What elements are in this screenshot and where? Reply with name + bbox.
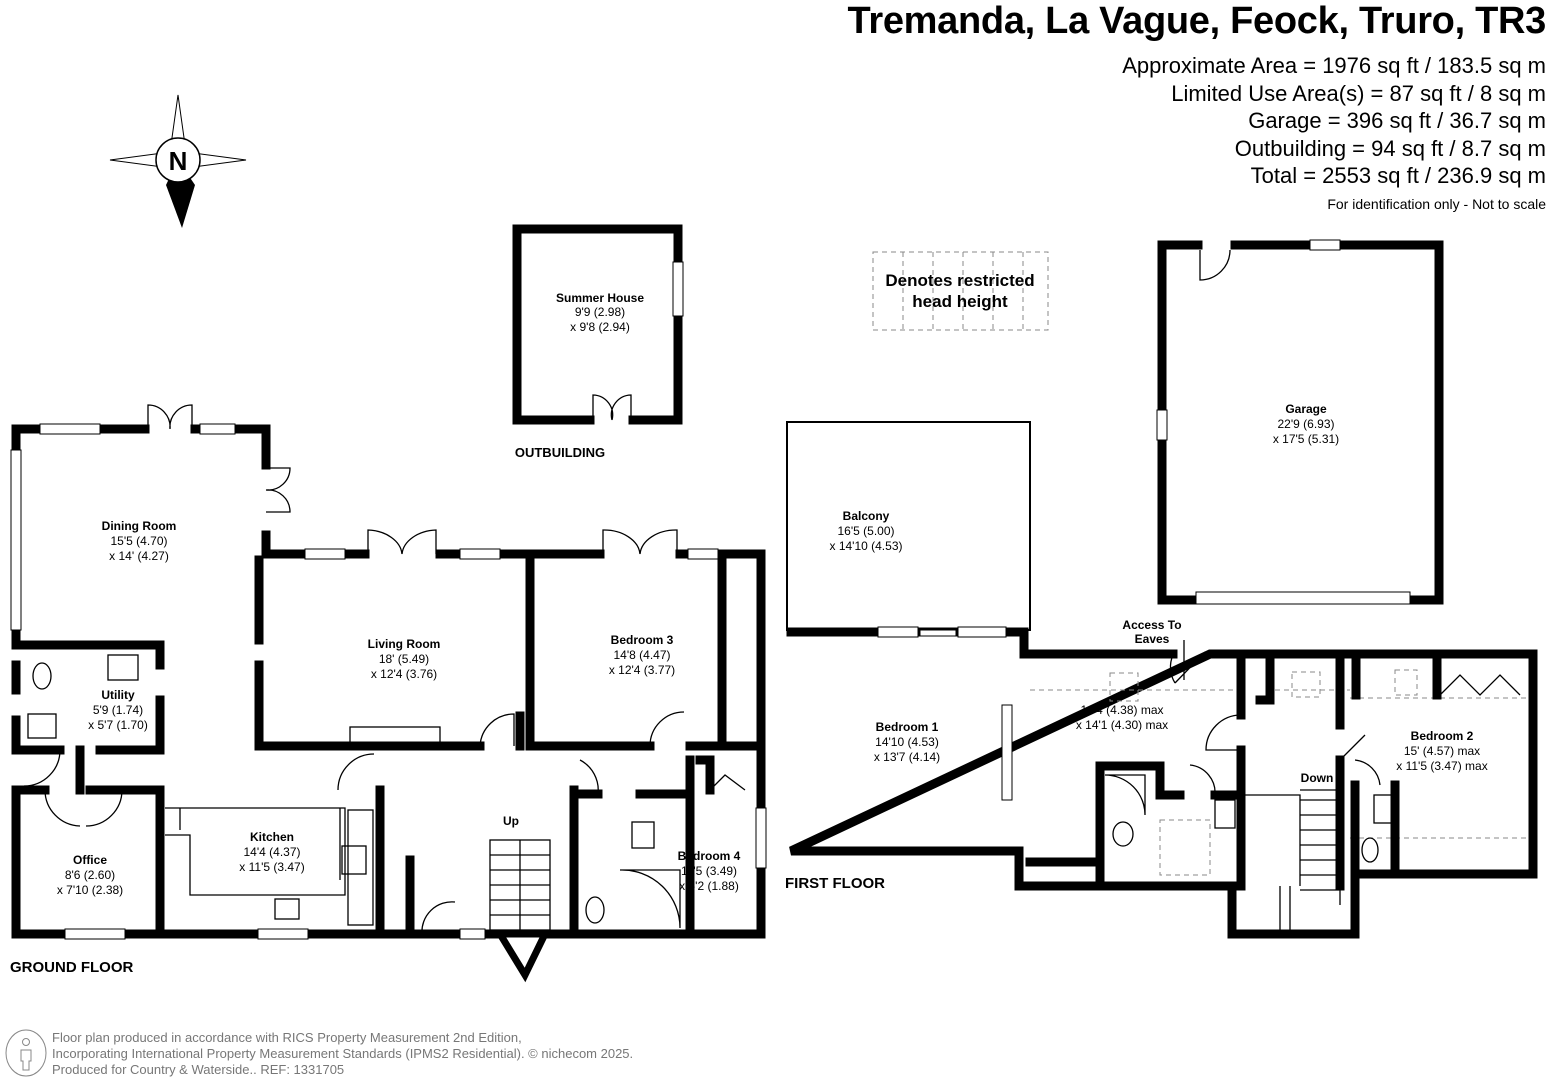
living-room-dim-1: 18' (5.49) bbox=[379, 652, 429, 666]
summer-house-name: Summer House bbox=[556, 291, 644, 305]
balcony-name: Balcony bbox=[843, 509, 890, 523]
compass-icon: N bbox=[109, 94, 247, 228]
bedroom-2-name: Bedroom 2 bbox=[1411, 729, 1474, 743]
utility-dim-2: x 5'7 (1.70) bbox=[88, 718, 148, 732]
balcony-dim-2: x 14'10 (4.53) bbox=[829, 539, 902, 553]
bedroom-4-dim-2: x 6'2 (1.88) bbox=[679, 879, 739, 893]
landing-room-dim-2: x 14'1 (4.30) max bbox=[1076, 718, 1168, 732]
bedroom-2-dim-2: x 11'5 (3.47) max bbox=[1396, 759, 1487, 773]
utility-name: Utility bbox=[101, 688, 135, 702]
area-outbuilding: Outbuilding = 94 sq ft / 8.7 sq m bbox=[1234, 135, 1546, 161]
compass-label: N bbox=[169, 146, 188, 176]
bedroom-4-dim-1: 11'5 (3.49) bbox=[681, 864, 737, 878]
balcony-dim-1: 16'5 (5.00) bbox=[838, 524, 895, 538]
bedroom-1-name: Bedroom 1 bbox=[876, 720, 939, 734]
outbuilding-label: OUTBUILDING bbox=[515, 445, 605, 460]
bedroom-1-dim-1: 14'10 (4.53) bbox=[875, 735, 939, 749]
ground-floor-label: GROUND FLOOR bbox=[10, 959, 133, 976]
bedroom-3-dim-2: x 12'4 (3.77) bbox=[609, 663, 675, 677]
outbuilding-plan: Summer House 9'9 (2.98) x 9'8 (2.94) OUT… bbox=[512, 224, 684, 460]
bedroom-4-name: Bedroom 4 bbox=[678, 849, 741, 863]
bedroom-3-name: Bedroom 3 bbox=[611, 633, 674, 647]
legend-line-2: head height bbox=[912, 292, 1008, 311]
eaves-label-1: Access To bbox=[1122, 618, 1181, 632]
living-room-name: Living Room bbox=[368, 637, 441, 651]
first-floor-label: FIRST FLOOR bbox=[785, 875, 885, 892]
garage-dim-2: x 17'5 (5.31) bbox=[1273, 432, 1339, 446]
area-summary: Approximate Area = 1976 sq ft / 183.5 sq… bbox=[1122, 52, 1546, 190]
summer-house-dim-2: x 9'8 (2.94) bbox=[570, 320, 630, 334]
kitchen-dim-1: 14'4 (4.37) bbox=[244, 845, 301, 859]
scale-note: For identification only - Not to scale bbox=[1327, 196, 1546, 212]
bedroom-3-dim-1: 14'8 (4.47) bbox=[614, 648, 671, 662]
footer-line-1: Floor plan produced in accordance with R… bbox=[52, 1030, 522, 1045]
area-limited-use: Limited Use Area(s) = 87 sq ft / 8 sq m bbox=[1171, 80, 1546, 106]
garage-plan: Garage 22'9 (6.93) x 17'5 (5.31) bbox=[1156, 239, 1444, 605]
summer-house-dim-1: 9'9 (2.98) bbox=[575, 305, 625, 319]
office-name: Office bbox=[73, 853, 107, 867]
footer-disclaimer: Floor plan produced in accordance with R… bbox=[52, 1030, 633, 1078]
bedroom-1-dim-2: x 13'7 (4.14) bbox=[874, 750, 940, 764]
person-icon bbox=[5, 1029, 47, 1077]
area-total: Total = 2553 sq ft / 236.9 sq m bbox=[1250, 163, 1546, 188]
garage-name: Garage bbox=[1285, 402, 1327, 416]
dining-room-dim-2: x 14' (4.27) bbox=[109, 549, 169, 563]
stairs-down-label: Down bbox=[1301, 771, 1334, 785]
living-room-dim-2: x 12'4 (3.76) bbox=[371, 667, 437, 681]
restricted-height-legend: Denotes restricted head height bbox=[872, 251, 1049, 331]
bedroom-2-dim-1: 15' (4.57) max bbox=[1404, 744, 1480, 758]
garage-dim-1: 22'9 (6.93) bbox=[1278, 417, 1335, 431]
office-dim-1: 8'6 (2.60) bbox=[65, 868, 115, 882]
stairs-up-label: Up bbox=[503, 814, 519, 828]
footer-line-2: Incorporating International Property Mea… bbox=[52, 1046, 634, 1061]
area-approximate: Approximate Area = 1976 sq ft / 183.5 sq… bbox=[1122, 53, 1546, 78]
dining-room-name: Dining Room bbox=[102, 519, 177, 533]
area-garage: Garage = 396 sq ft / 36.7 sq m bbox=[1248, 108, 1546, 133]
kitchen-dim-2: x 11'5 (3.47) bbox=[239, 860, 304, 874]
ground-floor-plan: Dining Room 15'5 (4.70) x 14' (4.27) Liv… bbox=[10, 404, 767, 983]
office-dim-2: x 7'10 (2.38) bbox=[57, 883, 123, 897]
first-floor-plan: Balcony 16'5 (5.00) x 14'10 (4.53) Bedro… bbox=[785, 421, 1538, 939]
dining-room-dim-1: 15'5 (4.70) bbox=[111, 534, 168, 548]
landing-room-dim-1: 14'4 (4.38) max bbox=[1081, 703, 1164, 717]
footer-line-3: Produced for Country & Waterside.. REF: … bbox=[52, 1062, 345, 1077]
eaves-label-2: Eaves bbox=[1135, 632, 1170, 646]
legend-line-1: Denotes restricted bbox=[885, 271, 1034, 290]
kitchen-name: Kitchen bbox=[250, 830, 294, 844]
utility-dim-1: 5'9 (1.74) bbox=[93, 703, 143, 717]
property-title: Tremanda, La Vague, Feock, Truro, TR3 bbox=[847, 0, 1547, 42]
